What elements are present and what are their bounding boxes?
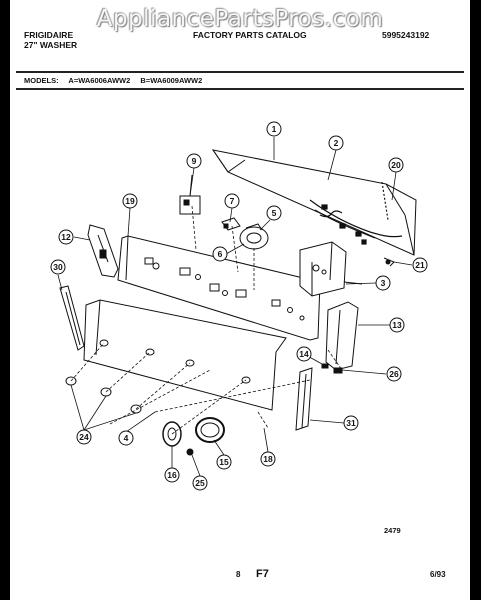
assembly-guide-lines (70, 205, 343, 435)
models-line: MODELS: A=WA6006AWW2 B=WA6009AWW2 (24, 76, 210, 85)
part-dial-ring (195, 417, 225, 443)
part-water-level-switch (299, 241, 363, 297)
callout-16: 16 (167, 470, 177, 480)
callout-19: 19 (125, 196, 135, 206)
callout-20: 20 (391, 160, 401, 170)
part-console-front (83, 299, 287, 411)
callout-30: 30 (53, 262, 63, 272)
callout-7: 7 (230, 196, 235, 206)
part-wire-harness (309, 181, 403, 245)
parts-catalog-page: AppliancePartsPros.com FRIGIDAIRE 27" WA… (10, 0, 470, 600)
callout-1: 1 (272, 124, 277, 134)
callout-26: 26 (389, 369, 399, 379)
model-a: A=WA6006AWW2 (68, 76, 131, 85)
callout-25: 25 (195, 478, 205, 488)
part-spring (186, 448, 194, 456)
callout-circles (50, 121, 428, 491)
page-number: 8 (236, 570, 241, 579)
leader-lines (57, 137, 413, 477)
part-left-trim (59, 285, 85, 351)
callout-6: 6 (218, 249, 223, 259)
catalog-title: FACTORY PARTS CATALOG (193, 30, 307, 40)
callout-2: 2 (334, 138, 339, 148)
part-timer (239, 223, 269, 250)
watermark: AppliancePartsPros.com (96, 6, 384, 32)
part-right-trim (295, 367, 313, 431)
part-left-end-cap (87, 224, 119, 278)
part-small-hardware (321, 363, 343, 374)
callout-9: 9 (192, 156, 197, 166)
model-b: B=WA6009AWW2 (140, 76, 203, 85)
print-date: 6/93 (430, 570, 446, 579)
part-right-end-cap (325, 301, 359, 371)
callout-4: 4 (124, 433, 129, 443)
callout-21: 21 (415, 260, 425, 270)
callout-5: 5 (272, 208, 277, 218)
callout-14: 14 (299, 349, 309, 359)
callout-12: 12 (61, 232, 71, 242)
callout-31: 31 (346, 418, 356, 428)
part-switch-7 (221, 217, 241, 231)
callout-3: 3 (381, 278, 386, 288)
callout-18: 18 (263, 454, 273, 464)
callout-13: 13 (392, 320, 402, 330)
header-rule-bottom (16, 88, 464, 90)
section-code: F7 (256, 568, 269, 580)
callout-24: 24 (79, 432, 89, 442)
exploded-parts-diagram: 1 2 20 9 7 5 19 6 12 30 21 3 13 14 26 31… (50, 121, 428, 491)
part-control-panel (211, 149, 417, 256)
callout-15: 15 (219, 457, 229, 467)
callout-labels: 1 2 20 9 7 5 19 6 12 30 21 3 13 14 26 31… (53, 124, 425, 488)
header-rule-top (16, 71, 464, 73)
product-name: 27" WASHER (24, 40, 78, 50)
catalog-number: 5995243192 (382, 30, 430, 40)
brand-name: FRIGIDAIRE (24, 30, 74, 40)
models-label: MODELS: (24, 76, 59, 85)
drawing-number: 2479 (384, 526, 401, 535)
part-screw (383, 257, 395, 267)
